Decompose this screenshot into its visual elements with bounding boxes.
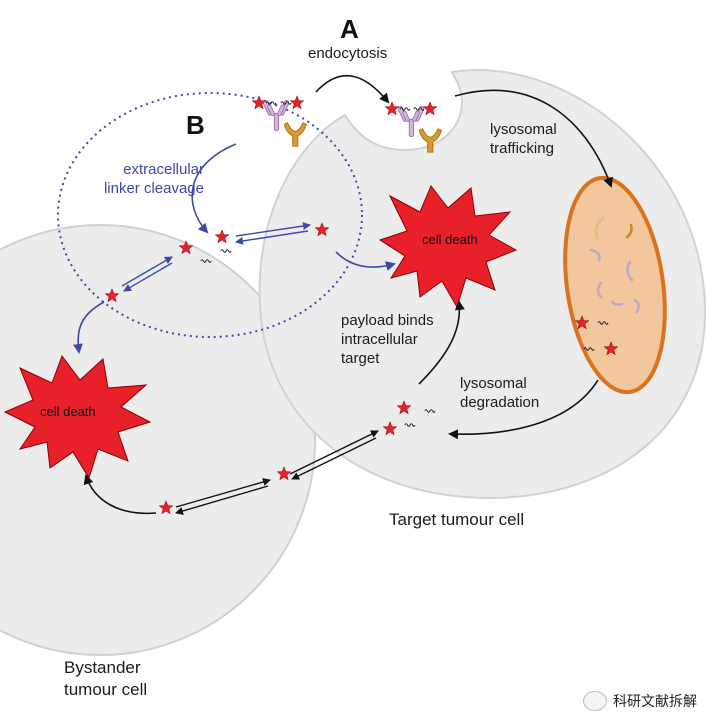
adc-complex-endocytosed — [384, 101, 443, 153]
arrow-lysosomal-trafficking — [454, 89, 613, 188]
extracellular-cleavage-region — [57, 92, 363, 338]
diffusion-arrow — [289, 430, 379, 475]
endocytosis-label: endocytosis — [308, 45, 388, 62]
diffusion-arrow — [175, 485, 269, 515]
cell-death-burst-icon — [378, 185, 518, 309]
arrow-to-bystander-death-blue — [72, 301, 105, 354]
arrow-extracellular-cleavage — [191, 143, 237, 234]
blue-diffusion-arrow — [235, 222, 311, 237]
blue-diffusion-arrow — [123, 262, 173, 292]
blue-diffusion-arrow — [235, 230, 309, 245]
target-cell-death-label: cell death — [422, 232, 478, 247]
arrow-lysosomal-degradation — [448, 379, 599, 440]
watermark: 科研文献拆解 — [583, 691, 697, 711]
arrow-payload-binds — [418, 300, 465, 385]
arrow-endocytosis — [315, 75, 390, 104]
adc-complex-surface — [251, 95, 308, 147]
payload-binds-label: payload binds intracellular target — [341, 312, 434, 367]
extracellular-linker-cleavage-label: extracellular linker cleavage — [103, 161, 204, 197]
receptor-icon — [284, 122, 308, 147]
lysosome — [563, 175, 667, 395]
diffusion-arrow — [175, 478, 271, 508]
diffusion-arrow — [291, 437, 377, 480]
arrow-to-target-death — [335, 251, 396, 271]
payload-star-icon — [422, 101, 438, 116]
lysosome-contents — [589, 216, 640, 314]
cell-death-burst-icon — [3, 354, 152, 480]
blue-diffusion-arrow — [121, 256, 173, 287]
payload-star-icon — [384, 101, 400, 116]
lysosomal-degradation-label: lysosomal degradation — [460, 375, 540, 411]
bystander-cell-label: Bystander tumour cell — [64, 658, 148, 699]
panel-b-label: B — [186, 110, 205, 140]
arrow-to-bystander-death — [83, 474, 157, 515]
panel-a-label: A — [340, 14, 359, 44]
lysosomal-trafficking-label: lysosomal trafficking — [490, 121, 557, 157]
payload-star-icon — [289, 95, 305, 110]
bystander-cell-death-label: cell death — [40, 404, 96, 419]
payload-star-icon — [214, 229, 230, 244]
chat-bubble-icon — [583, 691, 607, 711]
target-cell-label: Target tumour cell — [389, 510, 525, 529]
